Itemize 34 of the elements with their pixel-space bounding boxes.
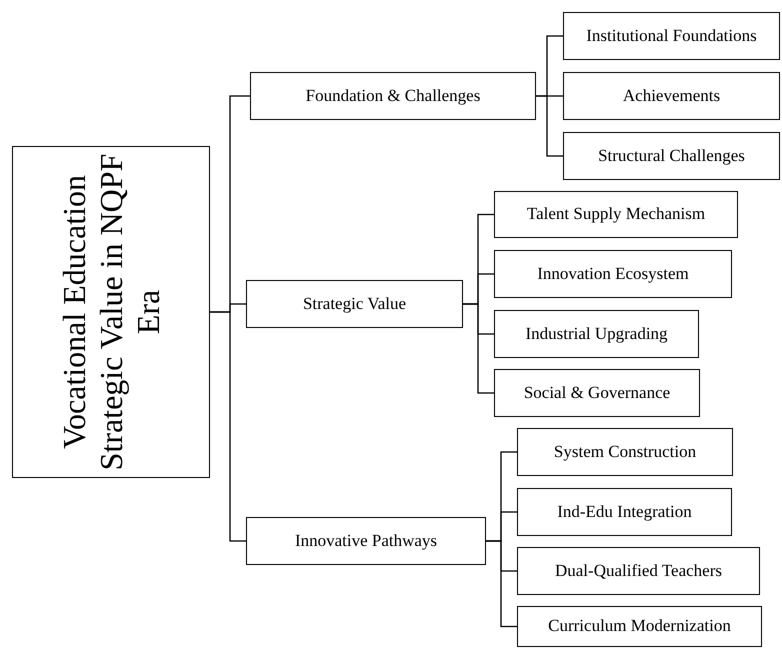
topic-box [563, 12, 780, 60]
node-label: Achievements [622, 86, 720, 106]
node-label: Ind-Edu Integration [557, 502, 692, 522]
topic-box [494, 310, 699, 358]
node-label: Innovation Ecosystem [537, 264, 689, 284]
node-label: Industrial Upgrading [525, 324, 668, 344]
topic-box [517, 606, 762, 647]
topic-box [246, 280, 463, 328]
node-label: Foundation & Challenges [306, 86, 480, 106]
node-label: System Construction [554, 442, 696, 462]
topic-box [517, 547, 760, 595]
node-label: Talent Supply Mechanism [526, 204, 706, 225]
topic-box [517, 488, 732, 536]
topic-box [563, 132, 780, 180]
connector-line [536, 95, 563, 157]
connector-line [486, 540, 517, 628]
node-label: Dual-Qualified Teachers [554, 560, 722, 582]
topic-box [517, 428, 733, 476]
topic-box [250, 72, 536, 120]
topic-box [494, 191, 738, 238]
node-label: Strategic Value [302, 294, 406, 314]
topic-box [246, 517, 486, 565]
topic-box [494, 250, 732, 298]
topic-box [12, 146, 210, 478]
node-label: Curriculum Modernization [548, 616, 731, 637]
connector-line [463, 303, 494, 394]
topic-box [563, 72, 780, 120]
node-label: Innovative Pathways [294, 530, 438, 552]
node-label: Social & Governance [524, 382, 670, 404]
node-label: Structural Challenges [598, 146, 745, 166]
connector-line [210, 311, 246, 542]
topic-box [494, 369, 700, 417]
node-label: Vocational Education Strategic Value in NQPF Era [56, 152, 166, 472]
node-label: Institutional Foundations [586, 26, 757, 46]
